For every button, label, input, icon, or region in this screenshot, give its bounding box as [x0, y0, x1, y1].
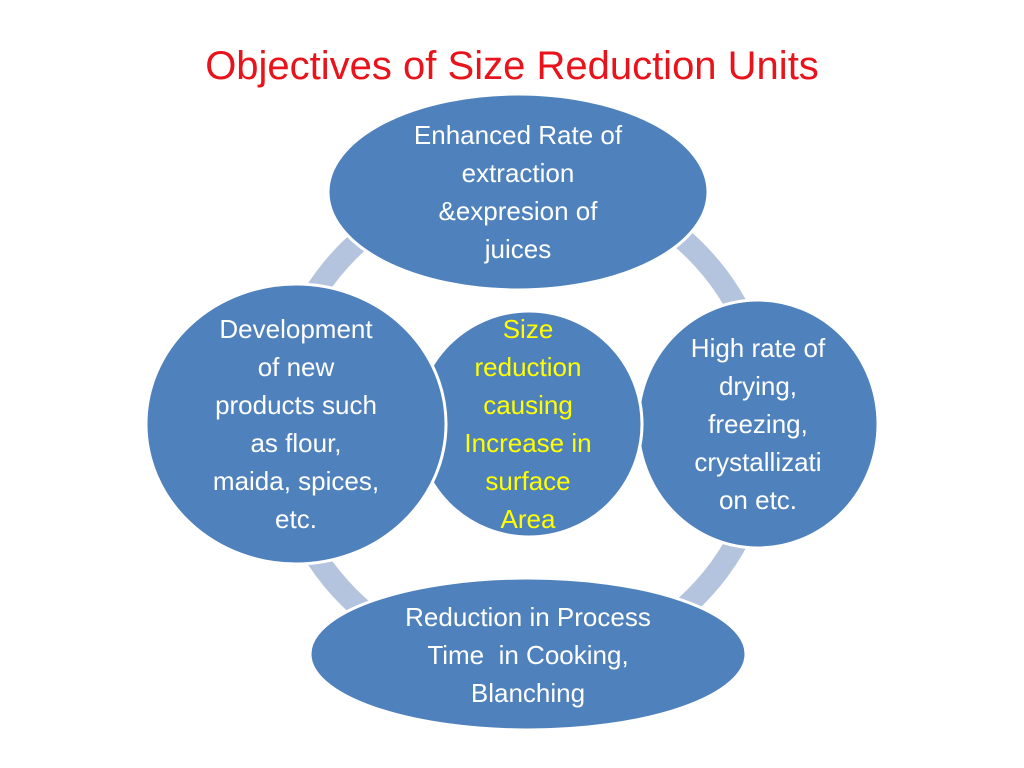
- left-node-line: etc.: [275, 504, 317, 534]
- right-node-line: drying,: [718, 371, 798, 401]
- bottom-node-line: Reduction in Process: [405, 602, 651, 632]
- center-node-text: Size reduction causing Increase in surfa…: [446, 310, 610, 538]
- left-node-shape: [144, 282, 448, 566]
- bottom-node-shape: [308, 576, 748, 732]
- left-node-line: Development: [219, 314, 373, 344]
- right-node-text: High rate of drying, freezing, crystalli…: [658, 328, 858, 520]
- right-node-line: High rate of: [690, 333, 826, 363]
- center-node-line: causing: [483, 390, 573, 420]
- left-node-line: as flour,: [250, 428, 342, 458]
- top-node-line: juices: [484, 234, 552, 264]
- right-node-line: crystallizati: [694, 447, 822, 477]
- left-node-line: maida, spices,: [212, 466, 380, 496]
- left-node-line: products such: [215, 390, 377, 420]
- center-node-line: Increase in: [464, 428, 592, 458]
- left-node-text: Development of new products such as flou…: [186, 310, 406, 538]
- center-node-line: reduction: [474, 352, 582, 382]
- right-node-line: on etc.: [718, 485, 798, 515]
- page-title: Objectives of Size Reduction Units: [205, 44, 819, 88]
- bottom-node-text: Reduction in Process Time in Cooking, Bl…: [358, 598, 698, 712]
- bottom-node-line: Time in Cooking,: [427, 640, 629, 670]
- top-node-line: &expresion of: [438, 196, 598, 226]
- center-node-line: Area: [500, 504, 556, 534]
- top-node-line: extraction: [461, 158, 575, 188]
- right-node-line: freezing,: [708, 409, 808, 439]
- top-node-text: Enhanced Rate of extraction &expresion o…: [378, 114, 658, 270]
- center-node-line: Size: [502, 314, 554, 344]
- center-node-line: surface: [485, 466, 571, 496]
- bottom-node-line: Blanching: [470, 678, 586, 708]
- left-node-line: of new: [257, 352, 335, 382]
- top-node-line: Enhanced Rate of: [413, 120, 623, 150]
- top-node-shape: [326, 92, 710, 292]
